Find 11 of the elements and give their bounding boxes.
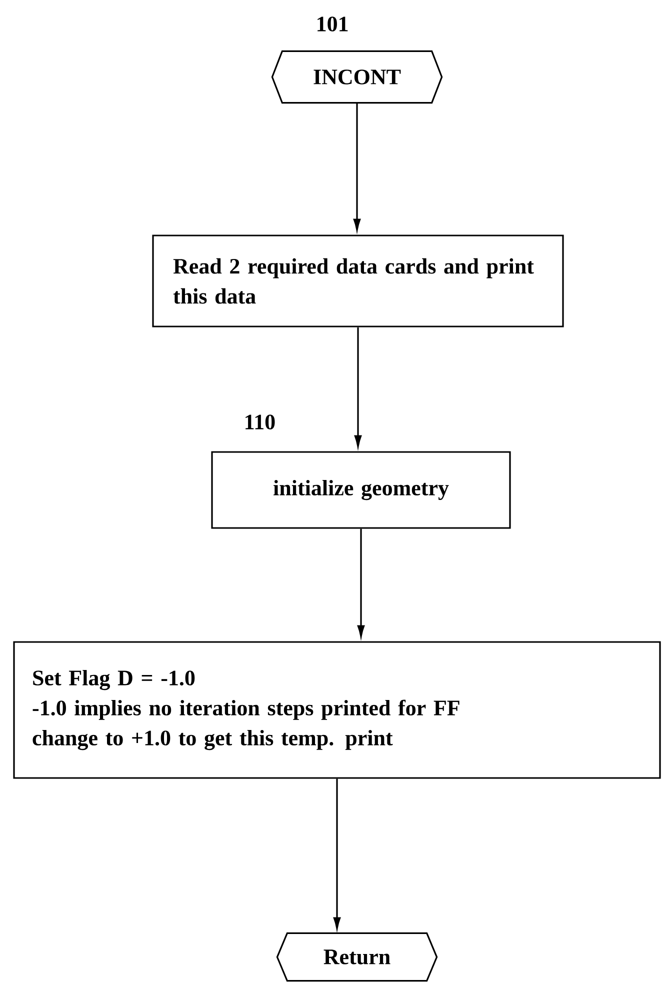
arrow — [357, 528, 365, 638]
terminal-hexagon: INCONT 101 — [271, 16, 443, 104]
node-label: 110 — [246, 414, 275, 430]
arrow — [354, 327, 362, 448]
process-box: initialize geometry 110 — [211, 414, 511, 529]
process-box: Read 2 required data cards and print this data — [152, 234, 564, 328]
terminal-hexagon: Return — [276, 932, 438, 982]
node-label: 101 — [318, 16, 348, 32]
process-box: Set Flag D = -1.0 -1.0 implies no iteration steps printed for FF change to +1.0 to get this temp. print — [13, 641, 661, 779]
arrow — [353, 102, 361, 231]
arrow — [333, 778, 341, 930]
